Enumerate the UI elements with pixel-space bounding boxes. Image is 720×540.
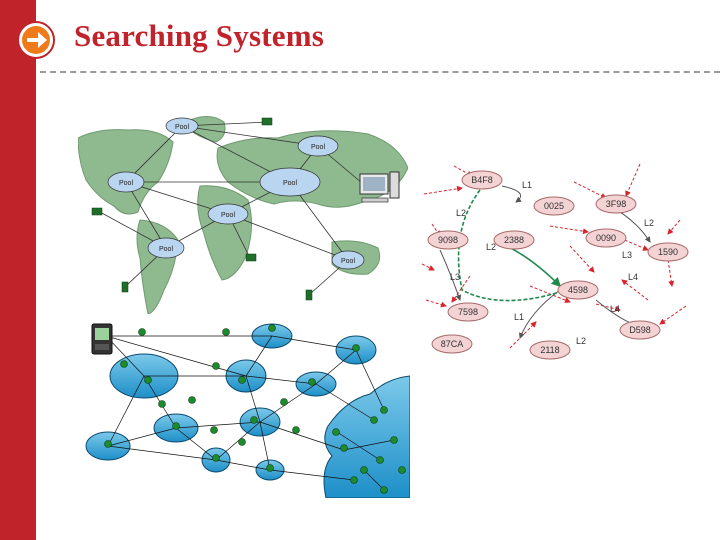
laptop-icons — [91, 117, 313, 301]
dht-node: 3F98 — [595, 194, 637, 214]
svg-text:L1: L1 — [522, 180, 532, 190]
left-accent-bar — [0, 0, 36, 540]
svg-text:1590: 1590 — [658, 247, 678, 257]
svg-text:L2: L2 — [644, 218, 654, 228]
pool-node: Pool — [165, 117, 199, 135]
dht-node: 0090 — [585, 228, 627, 248]
dht-nodes: B4F8 0025 3F98 9098 2388 0090 1590 4598 — [427, 170, 689, 360]
svg-text:B4F8: B4F8 — [471, 175, 493, 185]
svg-text:2388: 2388 — [504, 235, 524, 245]
svg-text:3F98: 3F98 — [606, 199, 627, 209]
svg-text:L2: L2 — [486, 242, 496, 252]
svg-text:4598: 4598 — [568, 285, 588, 295]
dht-node: 2388 — [493, 230, 535, 250]
svg-text:L2: L2 — [576, 336, 586, 346]
peer-nodes — [104, 324, 406, 494]
svg-text:Pool: Pool — [175, 124, 189, 131]
slide-title: Searching Systems — [74, 18, 324, 53]
svg-text:0025: 0025 — [544, 201, 564, 211]
overlay-network-figure — [84, 320, 410, 498]
svg-text:Pool: Pool — [283, 180, 297, 187]
laptop-icon — [91, 207, 103, 216]
dht-node: 0025 — [533, 196, 575, 216]
dht-node: 87CA — [431, 334, 473, 354]
svg-text:L3: L3 — [450, 272, 460, 282]
svg-text:Pool: Pool — [159, 246, 173, 253]
svg-text:L4: L4 — [610, 304, 620, 314]
svg-text:L1: L1 — [514, 312, 524, 322]
pool-node: Pool — [331, 250, 365, 270]
svg-text:Pool: Pool — [119, 180, 133, 187]
dht-node: B4F8 — [461, 170, 503, 190]
pool-node: Pool — [259, 167, 321, 197]
svg-text:2118: 2118 — [540, 345, 559, 355]
phone-icon — [121, 281, 129, 293]
phone-icon — [305, 289, 313, 301]
svg-text:7598: 7598 — [458, 307, 478, 317]
dht-node: 1590 — [647, 242, 689, 262]
svg-text:Pool: Pool — [311, 144, 325, 151]
pool-node: Pool — [297, 135, 339, 157]
desktop-computer-icon — [359, 171, 400, 203]
arrow-right-circle-icon — [17, 21, 55, 59]
svg-text:L4: L4 — [628, 272, 638, 282]
pda-device-icon — [91, 323, 113, 355]
laptop-icon — [245, 253, 257, 262]
link-labels: L1 L2 L2 L2 L3 L3 L4 L4 L1 L2 — [450, 180, 654, 346]
svg-text:L3: L3 — [622, 250, 632, 260]
title-divider — [40, 71, 720, 73]
pool-nodes: Pool Pool Pool Pool Pool Pool Pool — [107, 117, 365, 270]
dht-node: 7598 — [447, 302, 489, 322]
dht-routing-diagram: B4F8 0025 3F98 9098 2388 0090 1590 4598 — [421, 163, 689, 360]
dht-node: 4598 — [557, 280, 599, 300]
svg-text:9098: 9098 — [438, 235, 458, 245]
dht-node: D598 — [619, 320, 661, 340]
laptop-icon — [261, 117, 273, 126]
svg-text:Pool: Pool — [221, 212, 235, 219]
svg-text:L2: L2 — [456, 208, 466, 218]
pool-node: Pool — [107, 171, 145, 193]
svg-text:0090: 0090 — [596, 233, 616, 243]
pool-node: Pool — [207, 203, 249, 225]
world-map-figure: Pool Pool Pool Pool Pool Pool Pool — [78, 108, 408, 314]
svg-text:D598: D598 — [629, 325, 651, 335]
svg-text:Pool: Pool — [341, 258, 355, 265]
dht-node: 2118 — [529, 340, 571, 360]
dht-node: 9098 — [427, 230, 469, 250]
pool-node: Pool — [147, 237, 185, 259]
svg-text:87CA: 87CA — [441, 339, 464, 349]
